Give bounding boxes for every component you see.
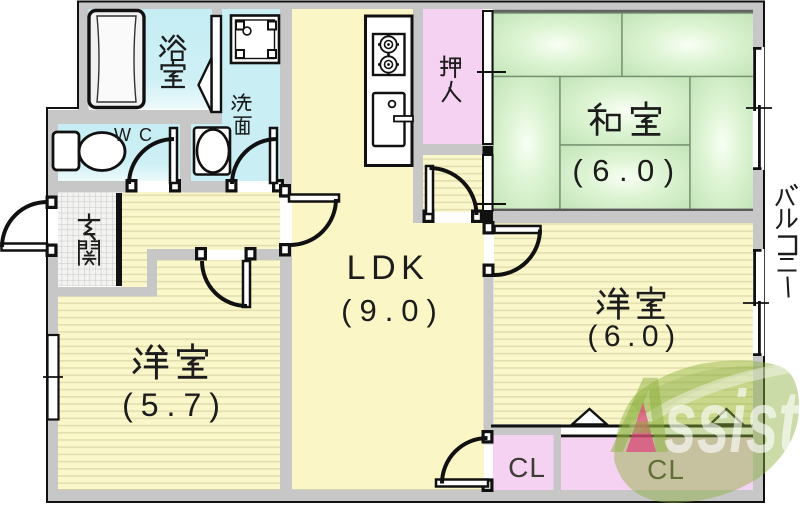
svg-text:A: A [610, 354, 674, 475]
svg-text:(9.0): (9.0) [341, 293, 445, 328]
svg-text:ssist: ssist [664, 372, 800, 471]
svg-text:CL: CL [508, 452, 546, 483]
svg-text:(6.0): (6.0) [572, 153, 683, 188]
svg-text:LDK: LDK [347, 249, 430, 287]
svg-text:WC: WC [114, 125, 160, 145]
svg-text:(5.7): (5.7) [122, 387, 228, 423]
svg-text:(6.0): (6.0) [587, 320, 681, 353]
svg-text:CL: CL [647, 454, 685, 485]
